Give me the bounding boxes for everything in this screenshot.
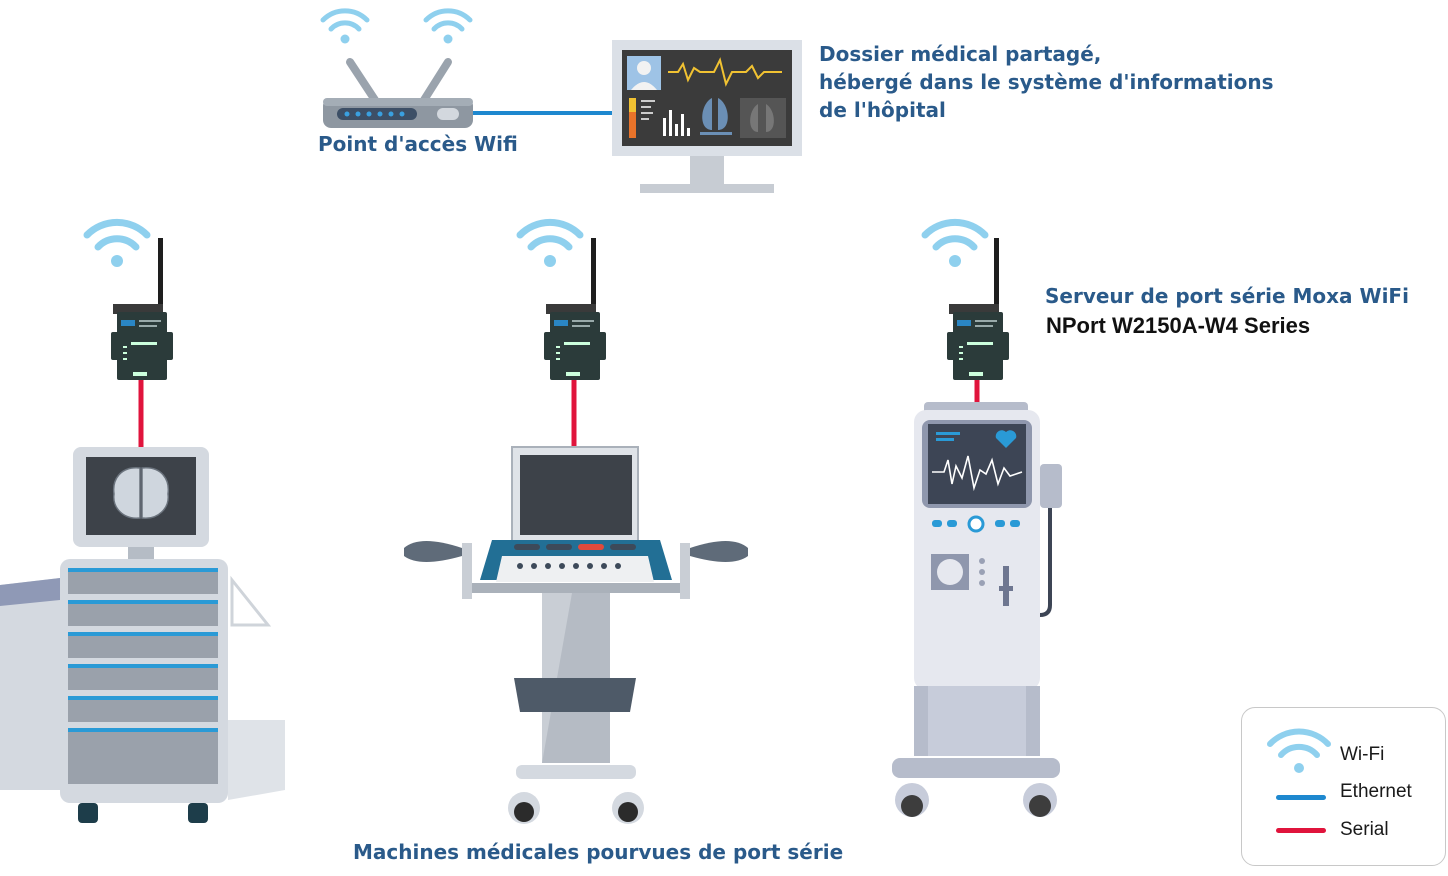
access-point	[323, 11, 473, 128]
moxa-server-label: Serveur de port série Moxa WiFi	[1045, 284, 1409, 308]
access-point-label: Point d'accès Wifi	[318, 132, 518, 156]
wifi-icon	[1267, 728, 1331, 773]
legend: Wi-Fi Ethernet Serial	[1241, 707, 1446, 866]
serial-line-icon	[1276, 828, 1326, 833]
wifi-icon	[925, 222, 985, 267]
legend-label-serial: Serial	[1340, 819, 1389, 840]
ehr-monitor	[612, 40, 802, 193]
legend-label-wifi: Wi-Fi	[1340, 744, 1385, 765]
dialysis-machine	[892, 402, 1062, 817]
wifi-icon	[520, 222, 580, 267]
ehr-label-line: hébergé dans le système d'informations	[819, 70, 1274, 94]
control-console	[404, 446, 748, 824]
wifi-icon	[323, 11, 367, 44]
moxa-model-label: NPort W2150A-W4 Series	[1046, 313, 1311, 338]
wifi-icon	[426, 11, 470, 44]
ehr-label: Dossier médical partagé, hébergé dans le…	[819, 40, 1274, 124]
ehr-label-line: Dossier médical partagé,	[819, 42, 1102, 66]
ethernet-line-icon	[1276, 795, 1326, 800]
legend-label-ethernet: Ethernet	[1340, 781, 1412, 802]
machines-label: Machines médicales pourvues de port séri…	[353, 840, 844, 864]
imaging-cart	[0, 447, 285, 823]
wifi-icon	[87, 222, 147, 267]
ehr-label-line: de l'hôpital	[819, 98, 946, 122]
